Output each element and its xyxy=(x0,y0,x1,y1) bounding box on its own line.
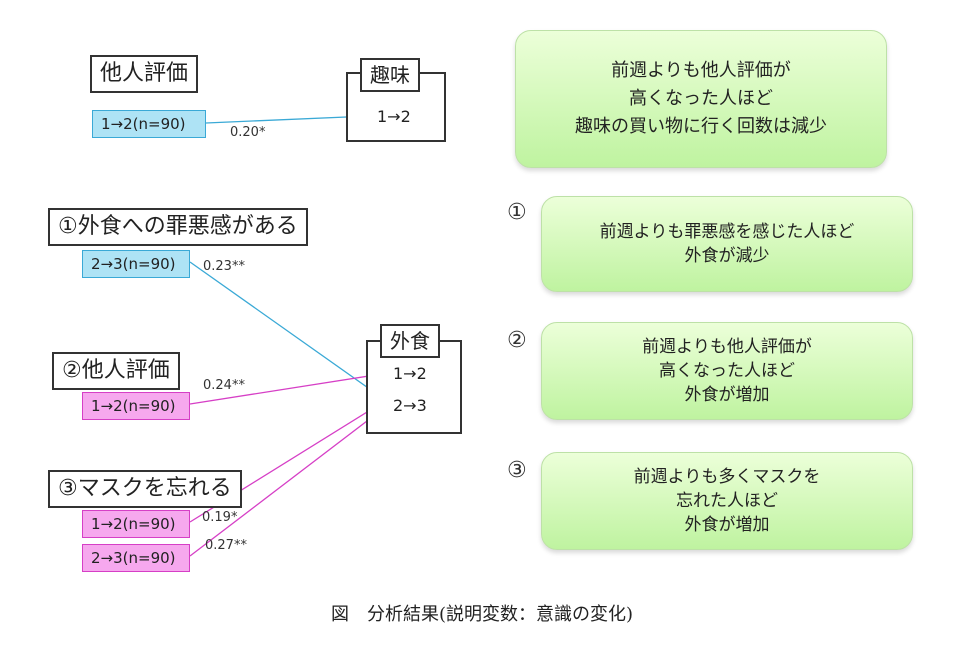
summary-factor3: 前週よりも多くマスクを 忘れた人ほど 外食が増加 xyxy=(541,452,913,550)
top-tag: 1→2(n=90) xyxy=(92,110,206,138)
factor1-tag: 2→3(n=90) xyxy=(82,250,190,278)
summary1-number: ① xyxy=(507,200,527,225)
summary-hobby-line: 高くなった人ほど xyxy=(629,88,773,109)
factor3-label: ③マスクを忘れる xyxy=(48,470,242,508)
summary-factor1: 前週よりも罪悪感を感じた人ほど 外食が減少 xyxy=(541,196,913,292)
factor3-tag2: 2→3(n=90) xyxy=(82,544,190,572)
summary3-line: 外食が増加 xyxy=(684,515,770,535)
factor2-tag: 1→2(n=90) xyxy=(82,392,190,420)
summary1-line: 前週よりも罪悪感を感じた人ほど xyxy=(599,222,855,242)
factor3-coef2: 0.27** xyxy=(205,538,247,553)
summary2-line: 前週よりも他人評価が xyxy=(642,337,812,357)
arrow-f2-to-row1 xyxy=(189,369,390,405)
outcome-row1: 1→2 xyxy=(393,364,427,383)
factor2-coef: 0.24** xyxy=(203,378,245,393)
summary-hobby: 前週よりも他人評価が 高くなった人ほど 趣味の買い物に行く回数は減少 xyxy=(515,30,887,168)
factor1-coef: 0.23** xyxy=(203,259,245,274)
hobby-row: 1→2 xyxy=(377,107,411,126)
summary1-line: 外食が減少 xyxy=(684,246,770,266)
factor1-label: ①外食への罪悪感がある xyxy=(48,208,308,246)
arrow-top-to-hobby xyxy=(205,111,372,124)
top-coef: 0.20* xyxy=(230,125,266,140)
outcome-title: 外食 xyxy=(380,324,440,358)
factor3-tag1: 1→2(n=90) xyxy=(82,510,190,538)
top-label: 他人評価 xyxy=(90,55,199,93)
summary-hobby-line: 前週よりも他人評価が xyxy=(611,60,791,81)
summary3-line: 忘れた人ほど xyxy=(676,491,778,511)
summary3-line: 前週よりも多くマスクを xyxy=(633,467,821,487)
summary3-number: ③ xyxy=(507,458,527,483)
factor2-label: ②他人評価 xyxy=(52,352,180,390)
figure-caption: 図 分析結果(説明変数：意識の変化) xyxy=(330,604,634,625)
hobby-title: 趣味 xyxy=(360,58,420,92)
summary-hobby-line: 趣味の買い物に行く回数は減少 xyxy=(575,116,827,137)
summary2-number: ② xyxy=(507,328,527,353)
outcome-row2: 2→3 xyxy=(393,396,427,415)
factor3-coef1: 0.19* xyxy=(202,510,238,525)
arrow-f3b-to-row2 xyxy=(189,404,390,557)
summary2-line: 外食が増加 xyxy=(684,385,770,405)
summary2-line: 高くなった人ほど xyxy=(659,361,795,381)
summary-factor2: 前週よりも他人評価が 高くなった人ほど 外食が増加 xyxy=(541,322,913,420)
